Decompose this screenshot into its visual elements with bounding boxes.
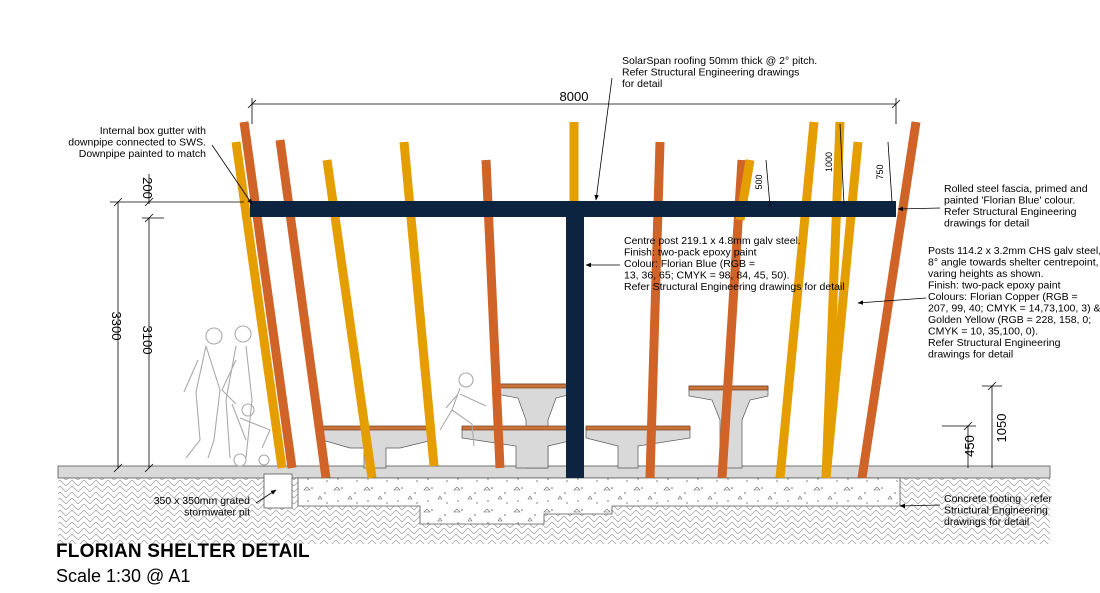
furniture bbox=[321, 383, 769, 469]
fascia-beam bbox=[250, 201, 896, 217]
ground bbox=[57, 465, 1051, 544]
note-centre-post: Centre post 219.1 x 4.8mm galv steel.Fin… bbox=[624, 235, 845, 293]
angled-posts bbox=[231, 121, 921, 479]
dim-offset-top: 200 bbox=[140, 177, 155, 199]
post-5 bbox=[399, 141, 439, 467]
dim-height-fascia: 3100 bbox=[140, 326, 155, 355]
post-2 bbox=[231, 141, 287, 469]
drawing-title: FLORIAN SHELTER DETAIL bbox=[56, 541, 310, 562]
people-figures bbox=[183, 325, 487, 467]
post-14 bbox=[857, 121, 921, 479]
dim-post-1000: 1000 bbox=[824, 152, 834, 172]
dim-bench-height: 450 bbox=[962, 435, 977, 457]
note-posts: Posts 114.2 x 3.2mm CHS galv steel,8° an… bbox=[928, 245, 1100, 361]
bench-left bbox=[321, 427, 434, 469]
post-11 bbox=[775, 121, 819, 479]
dim-table-height: 1050 bbox=[994, 414, 1009, 443]
dimension-lines bbox=[110, 98, 1002, 473]
note-roofing: SolarSpan roofing 50mm thick @ 2° pitch.… bbox=[622, 55, 817, 90]
roof-structure bbox=[250, 201, 896, 478]
dim-post-750: 750 bbox=[875, 164, 885, 179]
stormwater-pit bbox=[263, 473, 293, 509]
leader-lines bbox=[211, 77, 941, 509]
dim-overall-width: 8000 bbox=[560, 89, 589, 104]
dim-post-500: 500 bbox=[754, 174, 764, 189]
post-3 bbox=[275, 139, 331, 479]
post-13 bbox=[821, 141, 863, 479]
dim-height-total: 3300 bbox=[109, 312, 124, 341]
post-1 bbox=[239, 121, 297, 469]
centre-post bbox=[566, 212, 584, 478]
concrete-footing bbox=[297, 477, 901, 525]
bench-centre bbox=[461, 427, 583, 469]
bench-right bbox=[585, 427, 691, 469]
drawing-scale: Scale 1:30 @ A1 bbox=[56, 566, 191, 586]
post-8 bbox=[645, 141, 665, 479]
